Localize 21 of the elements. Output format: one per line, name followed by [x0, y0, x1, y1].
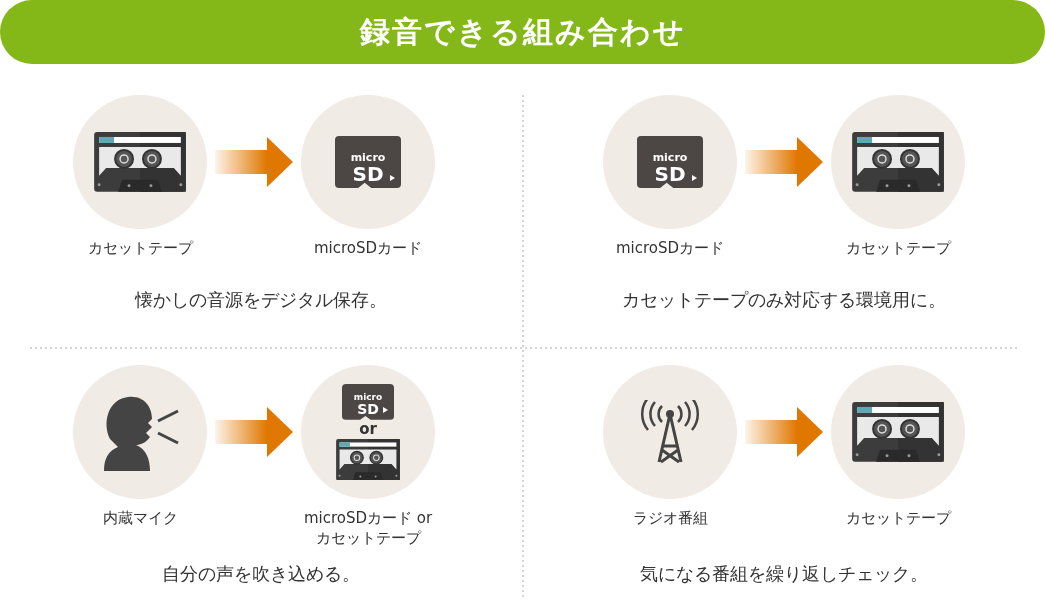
arrow: [745, 137, 823, 187]
arrow: [215, 407, 293, 457]
caption-text: 自分の声を吹き込める。: [161, 562, 361, 586]
memory-card: micro SD: [342, 383, 394, 420]
device-label: カセットテープ: [86, 239, 195, 259]
or-text: or: [359, 421, 377, 437]
device-label: microSDカード: [614, 239, 726, 259]
device-label: microSDカード or カセットテープ: [302, 509, 434, 548]
caption-text: カセットテープのみ対応する環境用に。: [621, 288, 947, 312]
memory-card: micro SD: [335, 136, 401, 188]
caption-text: 気になる番組を繰り返しチェック。: [639, 562, 929, 586]
device-label: microSDカード: [312, 239, 424, 259]
arrow: [745, 407, 823, 457]
device-label: 内蔵マイク: [101, 509, 179, 529]
device-label: カセットテープ: [844, 509, 953, 529]
memory-card: micro SD: [637, 136, 703, 188]
title: 録音できる組み合わせ: [359, 12, 686, 51]
device-label: ラジオ番組: [631, 509, 709, 529]
device-label: カセットテープ: [844, 239, 953, 259]
caption-text: 懐かしの音源をデジタル保存。: [133, 288, 388, 312]
arrow: [215, 137, 293, 187]
